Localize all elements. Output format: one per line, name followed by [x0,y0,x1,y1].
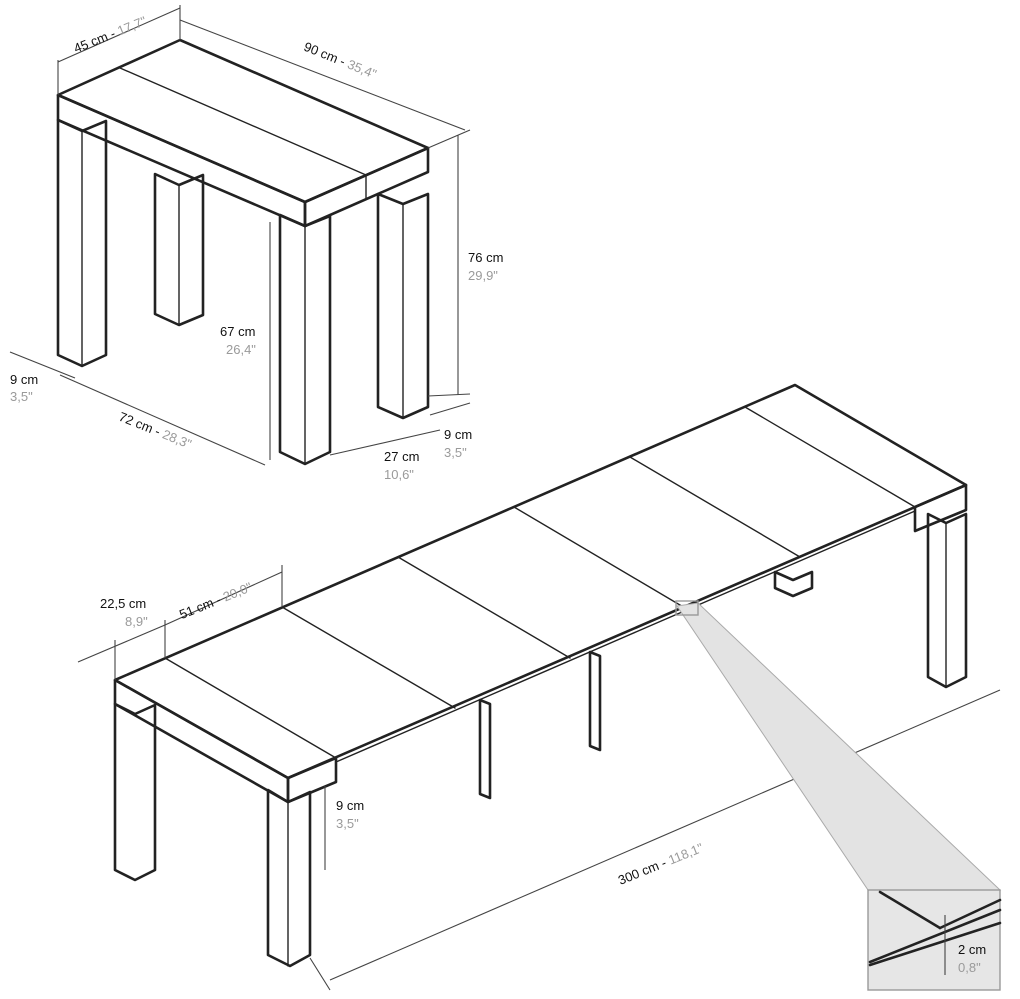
extended-support-leg-1 [478,698,492,800]
label-inner-span-imperial: 28,3" [160,426,194,451]
extended-leg-right-back [773,570,814,598]
compact-dimension-lines [9,5,471,466]
label-depth: 45 cm [72,29,110,56]
label-leg-side-imperial: 3,5" [444,445,467,460]
label-leg-front-imperial: 3,5" [10,389,33,404]
compact-table-drawing [56,38,430,466]
extended-leg-right-corner [926,512,968,689]
label-leaf: 51 cm [177,595,215,622]
extended-joint-3 [397,556,571,659]
label-depth-imperial: 17,7" [115,13,149,38]
extended-left-end-apron [113,678,290,804]
label-total-length: 300 cm [616,858,661,888]
label-inner-span: 72 cm [117,409,155,436]
label-side-span-imperial: 10,6" [384,467,414,482]
extended-left-end-side [286,756,338,804]
label-end-piece: 22,5 cm [100,596,146,611]
label-leg-side: 9 cm [444,427,472,442]
label-side-span: 27 cm [384,449,419,464]
label-total-length-imperial: 118,1" [666,840,706,868]
label-width-imperial: 35,4" [345,56,379,81]
label-height: 76 cm [468,250,503,265]
extended-joint-2 [281,606,456,709]
label-leg-clearance: 67 cm [220,324,255,339]
label-leg-clearance-imperial: 26,4" [226,342,256,357]
svg-text:45 cm - 17,7": 45 cm - 17,7" [72,13,149,56]
detail-callout [675,600,1002,991]
extended-joint-6 [744,406,916,508]
svg-text:90 cm - 35,4": 90 cm - 35,4" [302,39,379,82]
extended-joint-1 [164,657,337,759]
zoom-cone [676,602,1002,891]
extended-dimension-lines [77,565,1001,991]
extended-leg-left-front [113,702,157,882]
label-height-imperial: 29,9" [468,268,498,283]
extended-right-end-side [913,483,968,533]
label-leaf-imperial: 20,0" [221,579,255,604]
svg-text:72 cm - 28,3": 72 cm - 28,3" [117,409,194,452]
compact-side-apron [303,146,430,228]
extended-joint-5 [629,456,801,558]
label-width: 90 cm [302,39,340,66]
label-end-piece-imperial: 8,9" [125,614,148,629]
compact-top-joint-left [119,67,367,176]
label-leg-front: 9 cm [10,372,38,387]
svg-text:300 cm - 118,1": 300 cm - 118,1" [616,840,706,888]
extended-leg-left-corner [266,788,312,968]
label-thickness: 2 cm [958,942,986,957]
label-thickness-imperial: 0,8" [958,960,981,975]
extended-joint-4 [513,506,686,609]
extended-table-drawing [113,383,968,968]
detail-inset [867,889,1001,991]
extended-support-leg-2 [588,650,602,752]
label-apron: 9 cm [336,798,364,813]
compact-front-apron [56,93,307,228]
svg-text:51 cm - 20,0": 51 cm - 20,0" [177,579,254,622]
label-apron-imperial: 3,5" [336,816,359,831]
